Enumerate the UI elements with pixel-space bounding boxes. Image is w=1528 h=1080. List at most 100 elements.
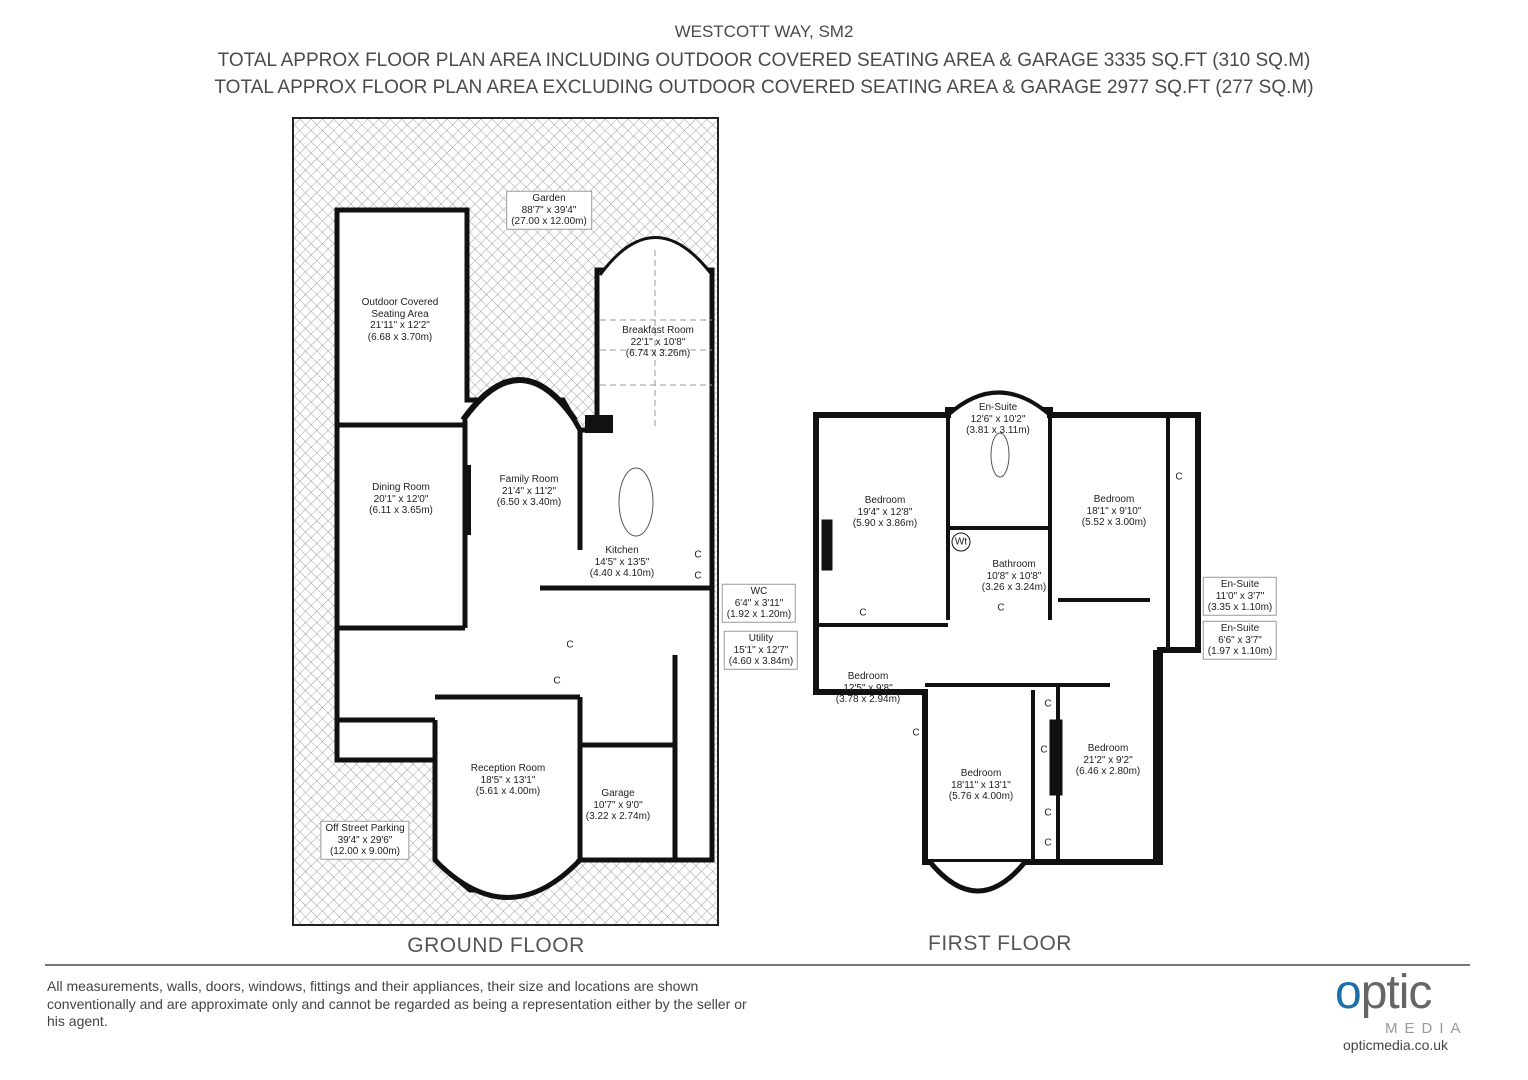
room-size-imperial: 39'4" x 29'6" bbox=[337, 834, 393, 846]
logo-wordmark: optic bbox=[1335, 966, 1432, 1019]
area-excluding: TOTAL APPROX FLOOR PLAN AREA EXCLUDING O… bbox=[214, 77, 1314, 98]
roof-lantern-lines bbox=[600, 250, 712, 430]
room-label-family-room: Family Room 21'4" x 11'2" (6.50 x 3.40m) bbox=[497, 474, 561, 509]
room-name: Bedroom bbox=[847, 670, 889, 682]
room-size-imperial: 21'4" x 11'2" bbox=[501, 485, 557, 497]
cupboard-label: C bbox=[694, 549, 702, 561]
room-name: Off Street Parking bbox=[325, 822, 405, 834]
room-name: Reception Room bbox=[470, 762, 546, 774]
room-name-line2: Seating Area bbox=[371, 308, 429, 320]
room-label-bathroom: Bathroom 10'8" x 10'8" (3.26 x 3.24m) bbox=[982, 559, 1046, 594]
room-size-imperial: 88'7" x 39'4" bbox=[521, 204, 577, 216]
room-size-metric: (27.00 x 12.00m) bbox=[511, 215, 587, 227]
room-size-imperial: 21'11" x 12'2" bbox=[370, 320, 430, 331]
chimney-breast bbox=[463, 465, 471, 535]
room-label-outdoor-covered-seating: Outdoor Covered Seating Area 21'11" x 12… bbox=[362, 297, 439, 343]
room-name: Utility bbox=[748, 632, 774, 644]
ground-floor-label: GROUND FLOOR bbox=[407, 934, 585, 957]
room-size-metric: (5.61 x 4.00m) bbox=[475, 785, 541, 797]
room-size-metric: (12.00 x 9.00m) bbox=[329, 845, 401, 857]
website-text: opticmedia.co.uk bbox=[1343, 1037, 1449, 1053]
family-room-bay bbox=[460, 377, 578, 422]
room-size-metric: (1.97 x 1.10m) bbox=[1207, 645, 1273, 657]
logo-subtitle: MEDIA bbox=[1385, 1020, 1468, 1037]
room-size-imperial: 21'2" x 9'2" bbox=[1083, 754, 1133, 766]
room-size-metric: (3.78 x 2.94m) bbox=[835, 693, 901, 705]
room-label-dining-room: Dining Room 20'1" x 12'0" (6.11 x 3.65m) bbox=[369, 482, 433, 517]
ground-interior-walls bbox=[337, 420, 712, 860]
room-label-wc: WC 6'4" x 3'11" (1.92 x 1.20m) bbox=[721, 583, 797, 623]
optic-media-logo: optic MEDIA opticmedia.co.uk bbox=[1335, 966, 1495, 1054]
first-floor-label: FIRST FLOOR bbox=[928, 932, 1072, 955]
ground-floor-plan bbox=[292, 117, 719, 926]
area-including: TOTAL APPROX FLOOR PLAN AREA INCLUDING O… bbox=[217, 50, 1311, 71]
room-name: En-Suite bbox=[1220, 578, 1260, 590]
room-size-imperial: 18'11" x 13'1" bbox=[951, 779, 1011, 791]
room-size-metric: (3.35 x 1.10m) bbox=[1207, 601, 1273, 613]
room-size-imperial: 19'4" x 12'8" bbox=[857, 506, 913, 518]
cupboard-label: C bbox=[1044, 837, 1052, 849]
room-label-bedroom-4: Bedroom 18'11" x 13'1" (5.76 x 4.00m) bbox=[949, 768, 1013, 803]
breakfast-room-bay bbox=[598, 236, 714, 276]
room-size-metric: (6.50 x 3.40m) bbox=[496, 496, 562, 508]
room-size-metric: (1.92 x 1.20m) bbox=[726, 608, 792, 620]
cupboard-label: C bbox=[912, 727, 920, 739]
chimney-breast bbox=[585, 415, 613, 433]
cupboard-label: C bbox=[1040, 744, 1048, 756]
room-size-imperial: 11'0" x 3'7" bbox=[1215, 590, 1265, 602]
room-name: Bedroom bbox=[960, 767, 1002, 779]
room-size-metric: (5.76 x 4.00m) bbox=[948, 790, 1014, 802]
reception-room-bay bbox=[433, 858, 582, 900]
cupboard-label: C bbox=[1044, 698, 1052, 710]
room-size-metric: (6.74 x 3.26m) bbox=[625, 347, 691, 359]
room-name: WC bbox=[750, 585, 768, 597]
first-floor-plan bbox=[813, 390, 1201, 894]
cupboard-label: C bbox=[859, 607, 867, 619]
cupboard-label: C bbox=[1044, 807, 1052, 819]
room-size-metric: (6.46 x 2.80m) bbox=[1075, 765, 1141, 777]
room-name: Bedroom bbox=[1087, 742, 1129, 754]
cupboard-label: C bbox=[694, 570, 702, 582]
room-label-breakfast-room: Breakfast Room 22'1" x 10'8" (6.74 x 3.2… bbox=[622, 325, 694, 360]
water-tank-label: Wt bbox=[954, 536, 968, 548]
room-label-off-street-parking: Off Street Parking 39'4" x 29'6" (12.00 … bbox=[320, 820, 410, 860]
room-name: Dining Room bbox=[372, 481, 430, 493]
room-name: En-Suite bbox=[1220, 622, 1260, 634]
room-size-imperial: 12'5" x 9'8" bbox=[843, 682, 893, 694]
room-label-bedroom-5: Bedroom 21'2" x 9'2" (6.46 x 2.80m) bbox=[1076, 743, 1140, 778]
cupboard-label: C bbox=[1175, 471, 1183, 483]
room-name: Bathroom bbox=[992, 558, 1036, 570]
room-label-bedroom-1: Bedroom 19'4" x 12'8" (5.90 x 3.86m) bbox=[853, 495, 917, 530]
room-size-metric: (6.68 x 3.70m) bbox=[367, 331, 433, 343]
room-size-imperial: 6'4" x 3'11" bbox=[734, 597, 784, 609]
kitchen-island bbox=[618, 467, 654, 537]
room-size-metric: (5.90 x 3.86m) bbox=[852, 517, 918, 529]
room-size-imperial: 20'1" x 12'0" bbox=[373, 493, 429, 505]
footer-divider bbox=[45, 964, 1470, 966]
room-name: Bedroom bbox=[864, 494, 906, 506]
room-name: Family Room bbox=[499, 473, 559, 485]
room-label-garden: Garden 88'7" x 39'4" (27.00 x 12.00m) bbox=[506, 190, 592, 230]
room-name: En-Suite bbox=[978, 401, 1018, 413]
room-size-imperial: 6'6" x 3'7" bbox=[1218, 634, 1262, 646]
room-label-bedroom-3: Bedroom 12'5" x 9'8" (3.78 x 2.94m) bbox=[836, 671, 900, 706]
room-label-en-suite-2: En-Suite 11'0" x 3'7" (3.35 x 1.10m) bbox=[1202, 576, 1278, 616]
room-size-metric: (3.22 x 2.74m) bbox=[585, 810, 651, 822]
plan-title: WESTCOTT WAY, SM2 bbox=[674, 22, 854, 41]
room-name: Garage bbox=[601, 787, 635, 799]
room-size-metric: (4.40 x 4.10m) bbox=[589, 567, 655, 579]
room-size-imperial: 22'1" x 10'8" bbox=[630, 336, 686, 348]
cupboard-label: C bbox=[553, 675, 561, 687]
room-size-imperial: 18'5" x 13'1" bbox=[480, 774, 536, 786]
room-size-metric: (5.52 x 3.00m) bbox=[1081, 516, 1147, 528]
room-label-garage: Garage 10'7" x 9'0" (3.22 x 2.74m) bbox=[586, 788, 650, 823]
room-name: Garden bbox=[532, 192, 566, 204]
room-size-imperial: 18'1" x 9'10" bbox=[1086, 505, 1142, 517]
cupboard-label: C bbox=[566, 639, 574, 651]
room-label-reception-room: Reception Room 18'5" x 13'1" (5.61 x 4.0… bbox=[471, 763, 545, 798]
disclaimer: All measurements, walls, doors, windows,… bbox=[47, 978, 747, 1029]
room-label-utility: Utility 15'1" x 12'7" (4.60 x 3.84m) bbox=[723, 630, 799, 670]
room-label-en-suite-3: En-Suite 6'6" x 3'7" (1.97 x 1.10m) bbox=[1202, 620, 1278, 660]
room-size-imperial: 15'1" x 12'7" bbox=[733, 644, 789, 656]
